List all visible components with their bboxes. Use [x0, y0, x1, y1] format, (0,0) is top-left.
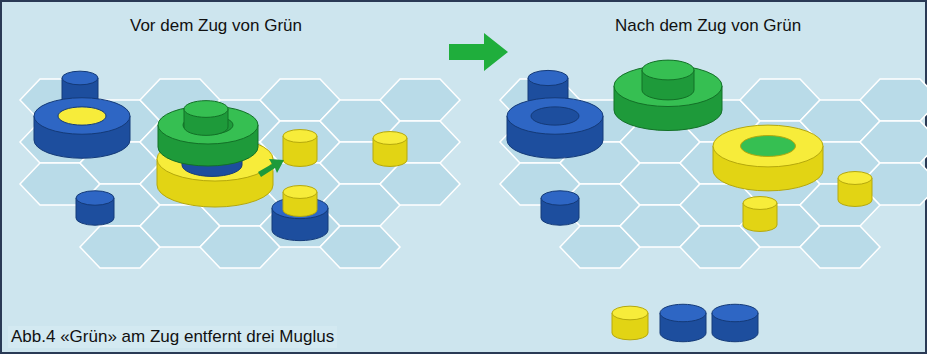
move-arrow — [258, 159, 284, 177]
muglu-piece — [373, 132, 407, 167]
muglu-piece — [541, 191, 579, 225]
board-heading: Nach dem Zug von Grün — [615, 16, 801, 36]
muglu-piece — [283, 186, 317, 217]
muglu-piece — [34, 98, 130, 158]
hex-grid — [20, 79, 927, 268]
muglu-piece — [743, 197, 777, 232]
muglu-piece — [712, 304, 758, 341]
muglu-piece — [713, 125, 823, 191]
muglu-piece — [660, 304, 706, 341]
figure-caption: Abb.4 «Grün» am Zug entfernt drei Muglus — [8, 326, 337, 348]
transition-arrow — [449, 33, 508, 71]
muglu-piece — [76, 191, 114, 225]
muglu-piece — [507, 98, 603, 158]
hex-field — [860, 121, 927, 163]
muglu-piece — [612, 306, 648, 340]
hex-field — [320, 226, 400, 268]
hex-field — [380, 79, 460, 121]
hex-field — [380, 163, 460, 205]
muglu-piece — [642, 60, 694, 100]
hex-field — [860, 79, 927, 121]
pieces — [34, 60, 872, 342]
hex-field — [800, 226, 880, 268]
muglu-piece — [184, 101, 228, 136]
muglu-piece — [283, 130, 317, 167]
board-heading: Vor dem Zug von Grün — [130, 16, 302, 36]
muglu-piece — [838, 172, 872, 207]
